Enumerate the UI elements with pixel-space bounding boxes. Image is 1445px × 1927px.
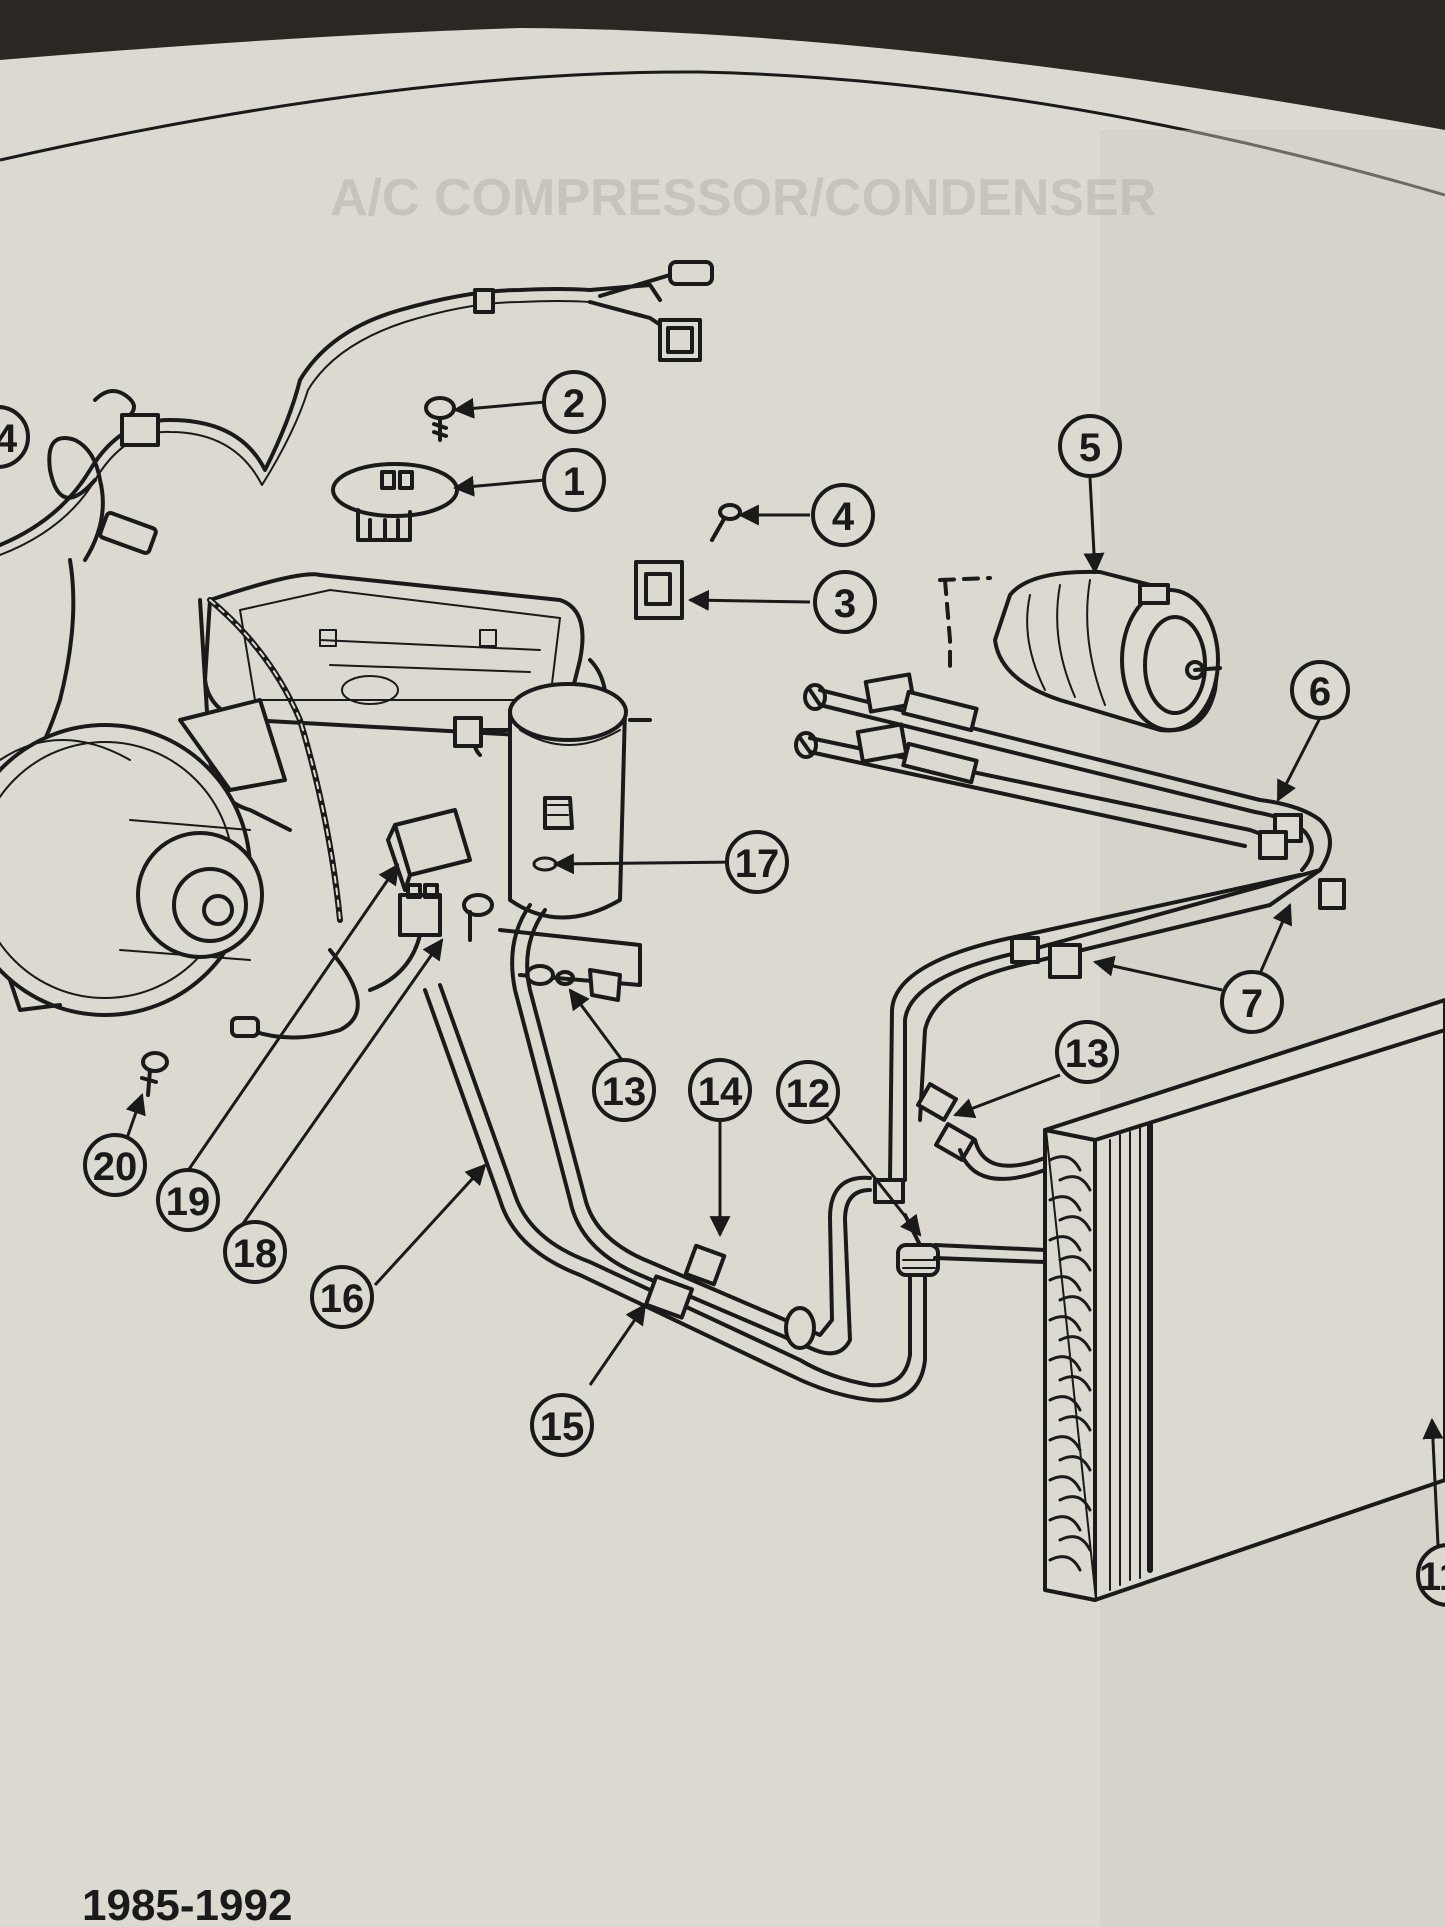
- callout-18: 18: [223, 1220, 287, 1284]
- clamp-part-15: [644, 1274, 694, 1320]
- svg-text:14: 14: [698, 1070, 743, 1114]
- leader-lines: [125, 397, 1444, 1546]
- svg-text:4: 4: [832, 495, 855, 539]
- harness-connectors: [473, 260, 714, 362]
- connector-part-18: [398, 883, 494, 942]
- callout-16: 16: [310, 1265, 374, 1329]
- callout-20: 20: [83, 1133, 147, 1197]
- svg-text:6: 6: [1309, 670, 1331, 714]
- condenser: [1043, 998, 1445, 1602]
- suction-line-inner: [525, 908, 872, 1337]
- callout-19: 19: [156, 1168, 220, 1232]
- svg-text:7: 7: [1241, 982, 1263, 1026]
- callout-4: 4: [811, 483, 875, 547]
- callout-11: 11: [1416, 1543, 1445, 1607]
- grommet-plate-part-1: [331, 462, 459, 542]
- liquid-line-inner: [438, 983, 912, 1388]
- ground-wire: [248, 948, 360, 1040]
- svg-text:19: 19: [166, 1180, 211, 1224]
- callout-12: 12: [776, 1060, 840, 1124]
- svg-text:3: 3: [834, 582, 856, 626]
- svg-text:13: 13: [1065, 1032, 1110, 1076]
- svg-text:11: 11: [1419, 1555, 1445, 1599]
- harness-loop: [47, 436, 105, 562]
- footer-year-text: 1985-1992: [82, 1881, 292, 1927]
- callout-13-left: 13: [592, 1058, 656, 1122]
- svg-text:4: 4: [0, 417, 18, 461]
- svg-text:20: 20: [93, 1145, 138, 1189]
- callout-14: 14: [688, 1058, 752, 1122]
- svg-text:1: 1: [563, 460, 585, 504]
- screw-part-20: [140, 1051, 169, 1097]
- callout-4-left: 4: [0, 405, 30, 469]
- compressor-hoses: [794, 672, 1346, 1264]
- switch-part-3: [634, 560, 684, 620]
- svg-text:13: 13: [602, 1070, 647, 1114]
- blower-motor: [0, 723, 264, 1017]
- liquid-line: [423, 988, 927, 1403]
- callout-1: 1: [542, 448, 606, 512]
- upper-left-connector: [93, 389, 160, 555]
- page-edge-line: [0, 70, 1445, 197]
- suction-line: [510, 903, 872, 1356]
- callout-7: 7: [1220, 970, 1284, 1034]
- svg-text:18: 18: [233, 1232, 278, 1276]
- callout-15: 15: [530, 1393, 594, 1457]
- compressor-part-5: [993, 569, 1222, 733]
- evaporator-case-inner: [239, 589, 561, 701]
- accumulator: [453, 682, 652, 1002]
- svg-text:17: 17: [735, 842, 780, 886]
- svg-text:5: 5: [1079, 426, 1101, 470]
- svg-text:15: 15: [540, 1405, 585, 1449]
- callouts: 1 2 3 4 4 5 6 7 11 12 13 13 14 15 16 17 …: [0, 370, 1445, 1607]
- callout-13-right: 13: [1055, 1020, 1119, 1084]
- motor-bracket: [178, 698, 287, 792]
- svg-text:12: 12: [786, 1072, 831, 1116]
- callout-17: 17: [725, 830, 789, 894]
- svg-text:2: 2: [563, 382, 585, 426]
- clamp-part-7: [1048, 943, 1082, 979]
- compressor-link-dashed: [943, 578, 952, 672]
- callout-2: 2: [542, 370, 606, 434]
- svg-text:16: 16: [320, 1277, 365, 1321]
- show-through-text: A/C COMPRESSOR/CONDENSER: [330, 169, 1156, 227]
- callout-5: 5: [1058, 414, 1122, 478]
- callout-6: 6: [1290, 660, 1350, 720]
- callout-3: 3: [813, 570, 877, 634]
- diagram-artwork: [0, 260, 1445, 1602]
- clamp-part-14: [683, 1243, 727, 1287]
- braided-wire-pattern: [209, 599, 341, 921]
